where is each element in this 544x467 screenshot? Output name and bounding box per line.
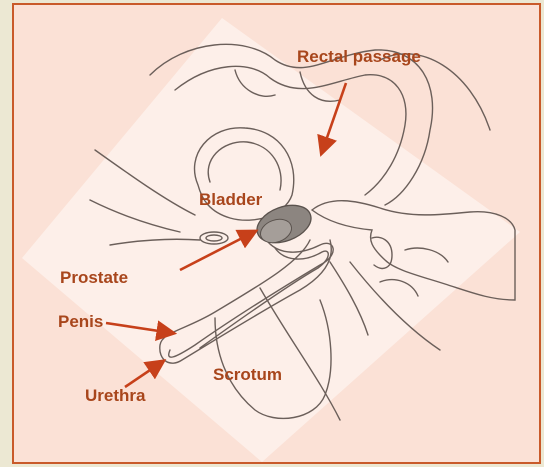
- arrow-icon: [125, 362, 162, 387]
- label-penis: Penis: [58, 312, 103, 332]
- label-urethra: Urethra: [85, 386, 145, 406]
- label-prostate: Prostate: [60, 268, 128, 288]
- label-scrotum: Scrotum: [213, 365, 282, 385]
- label-bladder: Bladder: [199, 190, 262, 210]
- label-rectal-passage: Rectal passage: [297, 47, 421, 67]
